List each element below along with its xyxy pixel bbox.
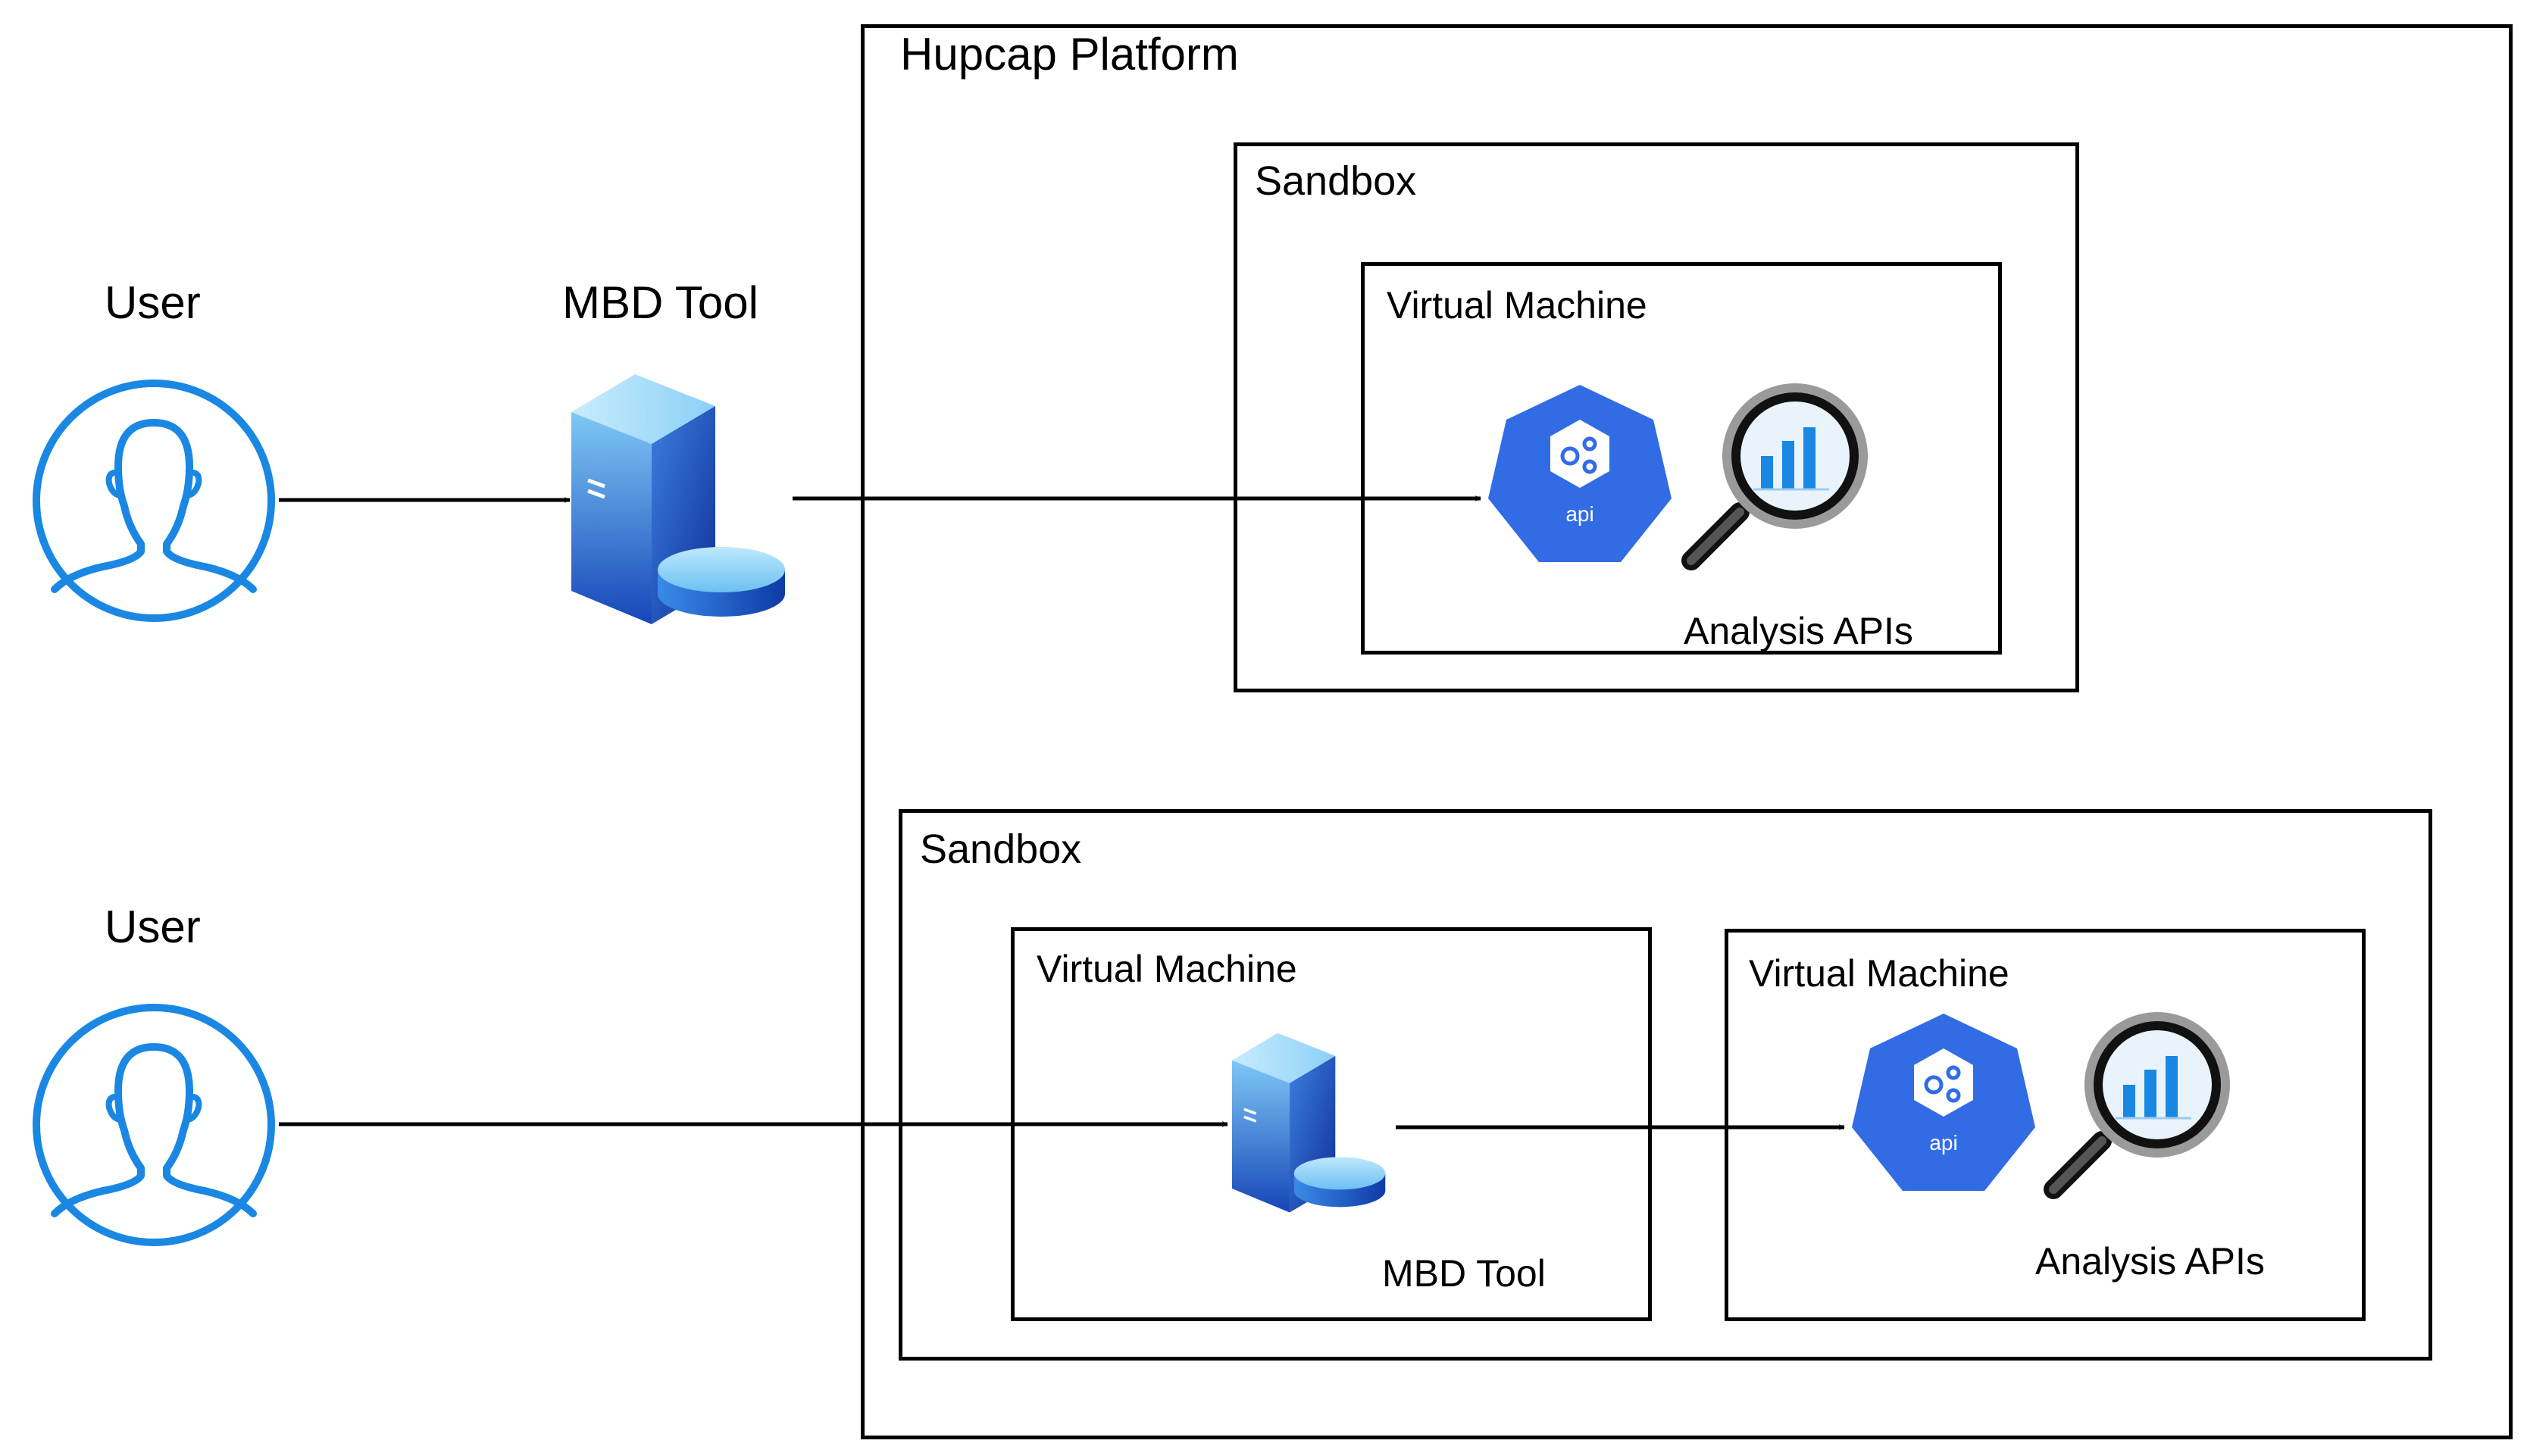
user-label-1: User bbox=[105, 277, 201, 328]
virtual-machine-box-3 bbox=[1725, 929, 2366, 1321]
platform-title: Hupcap Platform bbox=[900, 29, 1239, 80]
api-icon: api bbox=[1488, 385, 1672, 562]
sandbox-title-2: Sandbox bbox=[920, 826, 1082, 872]
user-avatar-icon bbox=[33, 380, 275, 622]
user-avatar-icon bbox=[33, 1004, 275, 1246]
server-icon bbox=[1232, 1033, 1386, 1213]
api-icon: api bbox=[1852, 1014, 2035, 1191]
analytics-magnifier-icon bbox=[2044, 1012, 2230, 1199]
analytics-magnifier-icon bbox=[1681, 383, 1868, 570]
analysis-apis-caption-2: Analysis APIs bbox=[2035, 1240, 2265, 1283]
svg-text:api: api bbox=[1565, 502, 1593, 526]
virtual-machine-title-3: Virtual Machine bbox=[1749, 952, 2009, 995]
virtual-machine-box-1 bbox=[1361, 262, 2002, 655]
svg-text:api: api bbox=[1929, 1131, 1957, 1154]
sandbox-box-2 bbox=[899, 809, 2432, 1361]
mbd-tool-caption-vm: MBD Tool bbox=[1382, 1252, 1546, 1295]
server-icon bbox=[571, 374, 785, 624]
virtual-machine-title-2: Virtual Machine bbox=[1037, 948, 1297, 990]
mbd-tool-label: MBD Tool bbox=[562, 277, 758, 328]
virtual-machine-title-1: Virtual Machine bbox=[1387, 284, 1647, 327]
sandbox-title-1: Sandbox bbox=[1255, 158, 1417, 204]
hupcap-platform-box bbox=[861, 24, 2513, 1439]
user-label-2: User bbox=[105, 901, 201, 952]
analysis-apis-caption-1: Analysis APIs bbox=[1684, 610, 1913, 652]
sandbox-box-1 bbox=[1234, 142, 2079, 692]
